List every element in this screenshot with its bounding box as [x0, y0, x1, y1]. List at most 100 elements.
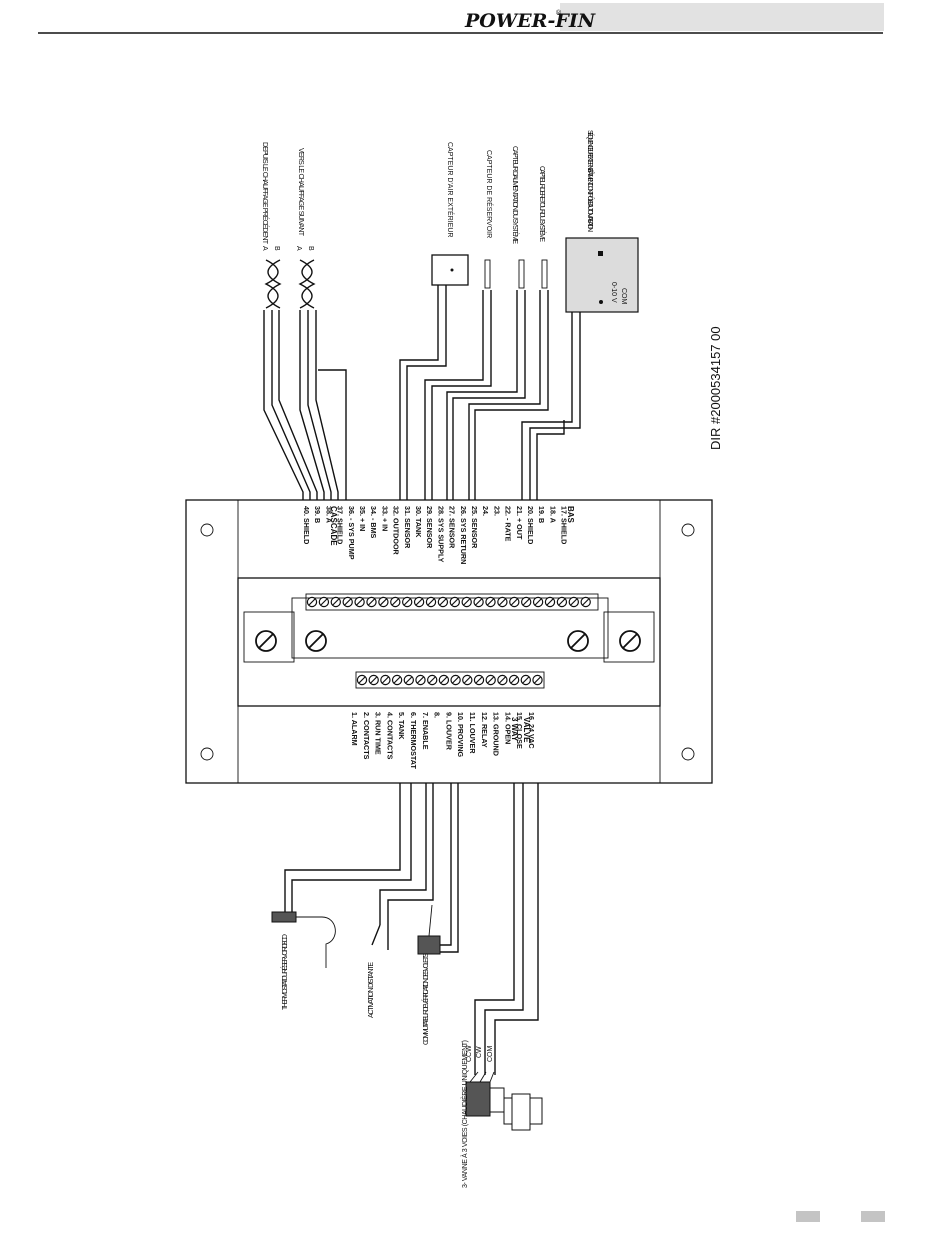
terminal-label: 34. - BMS [369, 506, 378, 539]
tank-sensor-probe-icon [484, 259, 491, 289]
terminal-board [185, 499, 713, 784]
upper-connector-screws [306, 596, 591, 608]
outdoor-sensor-icon [431, 254, 469, 286]
terminal-label: 33. + IN [380, 506, 389, 531]
terminal-label: 5. TANK [397, 712, 406, 740]
label-system-supply-sensor: CAPTEUR D'ALIMENTATION DU SYSTÈME [511, 146, 520, 244]
terminal-screw-icon [391, 674, 403, 686]
terminal-screw-icon [520, 674, 532, 686]
screw-icon [619, 630, 641, 652]
sequencer-terminal [599, 300, 603, 304]
terminal-label: 17. SHIELD [560, 506, 569, 544]
terminal-screw-icon [497, 596, 508, 608]
terminal-label: 16. 24 VAC [527, 712, 536, 749]
terminal-label: 25. SENSOR [470, 506, 479, 549]
supply-sensor-probe-icon [518, 259, 525, 289]
trademark-symbol: ® [556, 9, 562, 17]
screw-icon [567, 630, 589, 652]
terminal-screw-icon [366, 596, 377, 608]
wire-label-a: A [295, 246, 302, 251]
terminal-label: 9. LOUVER [444, 712, 453, 751]
terminal-label: 8. [433, 712, 442, 718]
terminal-screw-icon [437, 596, 449, 608]
terminal-screw-icon [413, 596, 425, 608]
terminal-screw-icon [368, 674, 379, 686]
terminal-screw-icon [438, 674, 450, 686]
cascade-wiring: A B A B [261, 246, 347, 500]
terminal-screw-icon [556, 596, 568, 608]
mounting-hole [681, 747, 695, 761]
terminal-screw-icon [461, 596, 472, 608]
logo-plate [462, 8, 560, 32]
terminal-screw-icon [509, 596, 520, 608]
terminal-screw-icon [306, 596, 318, 608]
thermostat-icon [271, 911, 297, 923]
terminal-label: 10. PROVING [456, 712, 465, 758]
terminal-screw-icon [462, 674, 473, 686]
terminal-screw-icon [497, 674, 508, 686]
sensor-wiring [399, 237, 639, 500]
lower-connector-screws [356, 674, 543, 686]
terminal-label: 7. ENABLE [421, 712, 430, 750]
screw-icon [305, 630, 327, 652]
label-tank-sensor: CAPTEUR DE RÉSERVOIR [485, 150, 494, 238]
terminal-screw-icon [473, 674, 485, 686]
label-system-return-sensor: CAPTEUR DE RETOUR DU SYSTÈME [538, 166, 547, 242]
terminal-label: 30. TANK [414, 506, 423, 538]
terminal-screw-icon [354, 596, 365, 608]
sequencer-indicator [598, 251, 603, 256]
terminal-label: 31. SENSOR [403, 506, 412, 549]
terminal-label: 14. OPEN [503, 712, 512, 744]
terminal-screw-icon [390, 596, 401, 608]
terminal-screw-icon [403, 674, 414, 686]
label-outdoor-sensor: CAPTEUR D'AIR EXTÉRIEUR [446, 142, 455, 237]
terminal-label: 24. [481, 506, 490, 516]
terminal-screw-icon [402, 596, 413, 608]
group-label-cascade: CASCADE [329, 506, 338, 546]
outdoor-sensor-dot [450, 268, 454, 272]
label-sequencer-com: COM [620, 288, 627, 305]
return-sensor-probe-icon [541, 259, 548, 289]
header-band [560, 3, 884, 31]
wire-label-b: B [273, 246, 280, 251]
terminal-screw-icon [318, 596, 330, 608]
terminal-screw-icon [380, 674, 391, 686]
terminal-label: 21. + OUT [515, 506, 524, 540]
terminal-label: 13. GROUND [492, 712, 501, 756]
terminal-label: 6. THERMOSTAT [409, 712, 418, 769]
group-label-3way: 3 WAY [510, 717, 519, 742]
terminal-label: 4. CONTACTS [385, 712, 394, 760]
terminal-label: 28. SYS SUPPLY [436, 506, 445, 563]
label-sequencer-out: 0-10 V [610, 282, 617, 303]
terminal-label: 37. SHIELD [336, 506, 345, 544]
terminal-label: 35. + IN [358, 506, 367, 531]
mounting-hole [200, 523, 214, 537]
label-remote-enable: ACTIVATION DISTANTE [368, 962, 375, 1018]
wire-label-a: A [261, 246, 268, 251]
external-sequencer-box [565, 237, 639, 313]
terminal-screw-icon [532, 674, 543, 686]
twisted-pair-icon [298, 259, 313, 309]
terminal-screw-icon [544, 596, 556, 608]
twisted-pair-icon [264, 259, 279, 309]
terminal-screw-icon [356, 674, 368, 686]
terminal-label: 18. A [548, 506, 557, 523]
terminal-label: 20. SHIELD [526, 506, 535, 544]
terminal-screw-icon [485, 674, 496, 686]
terminal-screw-icon [450, 674, 461, 686]
terminal-screw-icon [532, 596, 544, 608]
terminal-label: 12. RELAY [480, 712, 489, 748]
upper-connector-strip [305, 593, 599, 611]
mounting-hole [681, 523, 695, 537]
label-cw: CW [476, 1046, 483, 1058]
label-three-way-valve: 3- VANNE À 3 VOIES (CHAUDIÈRE UNIQUEMENT… [460, 1040, 469, 1188]
terminal-screw-icon [342, 596, 353, 608]
terminal-screw-icon [580, 596, 591, 608]
terminal-screw-icon [508, 674, 520, 686]
mounting-hole [200, 747, 214, 761]
footer-page-tab [861, 1211, 885, 1222]
group-label-bas: BAS [566, 506, 575, 524]
